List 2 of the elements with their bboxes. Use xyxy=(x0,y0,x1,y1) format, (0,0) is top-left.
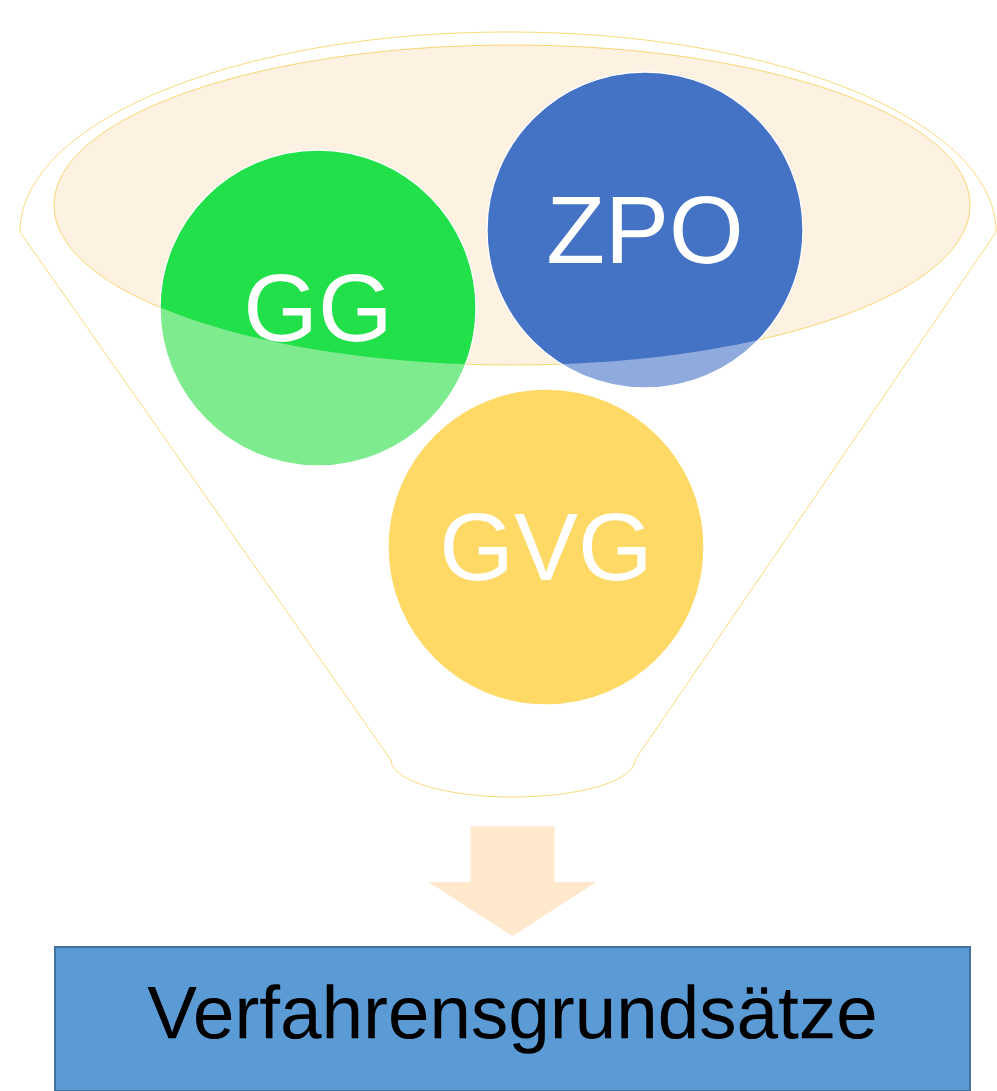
result-box: Verfahrensgrundsätze xyxy=(54,946,971,1091)
block-arrow xyxy=(428,826,597,936)
